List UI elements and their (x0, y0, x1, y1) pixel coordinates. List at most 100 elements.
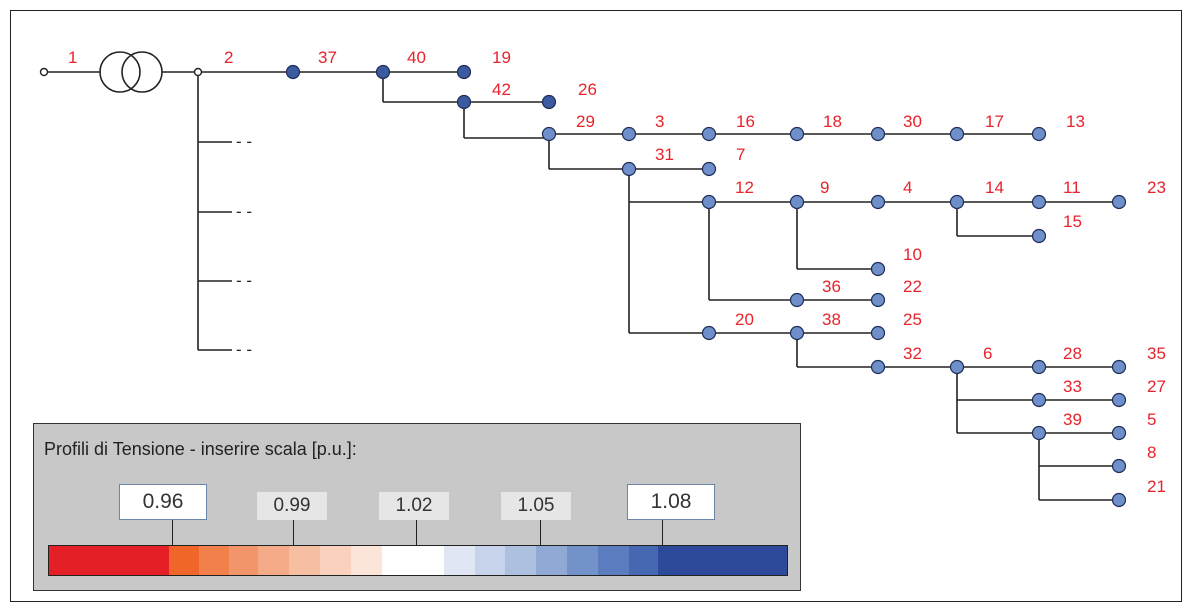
bus-label-35: 35 (1147, 344, 1166, 363)
colorbar-segment (168, 546, 199, 575)
legend-title: Profili di Tensione - inserire scala [p.… (44, 439, 357, 459)
colorbar-segment (289, 546, 321, 575)
feeder-stub-2: - - (236, 202, 252, 221)
bus-node[interactable] (621, 126, 637, 142)
colorbar-segment (382, 546, 414, 575)
tick-label-3: 1.02 (379, 492, 449, 520)
bus-label-25: 25 (903, 310, 922, 329)
bus-node[interactable] (1031, 359, 1047, 375)
colorbar-segment (658, 546, 787, 575)
bus-node[interactable] (1031, 425, 1047, 441)
bus-node[interactable] (1111, 425, 1127, 441)
bus-node[interactable] (789, 126, 805, 142)
bus-node[interactable] (1031, 392, 1047, 408)
voltage-colorbar (48, 545, 788, 576)
bus-node[interactable] (1111, 392, 1127, 408)
bus-node[interactable] (1031, 228, 1047, 244)
colorbar-segment (443, 546, 475, 575)
bus-node[interactable] (789, 194, 805, 210)
bus-node[interactable] (701, 194, 717, 210)
bus-node[interactable] (789, 292, 805, 308)
bus-label-17: 17 (985, 112, 1004, 131)
bus-label-8: 8 (1147, 443, 1156, 462)
bus-nodes (285, 64, 1127, 508)
bus-node[interactable] (949, 359, 965, 375)
colorbar-segment (474, 546, 505, 575)
bus-label-21: 21 (1147, 477, 1166, 496)
colorbar-segment (49, 546, 169, 575)
bus-label-27: 27 (1147, 377, 1166, 396)
tick-label-4: 1.05 (501, 492, 571, 520)
feeder-stub-3: - - (236, 271, 252, 290)
scale-max-input[interactable]: 1.08 (627, 484, 715, 520)
bus-node[interactable] (1111, 492, 1127, 508)
transformer-winding-1 (99, 51, 141, 93)
bus-label-32: 32 (903, 344, 922, 363)
bus-node[interactable] (870, 359, 886, 375)
bus-label-13: 13 (1066, 112, 1085, 131)
bus-node[interactable] (949, 194, 965, 210)
bus-label-3: 3 (655, 112, 664, 131)
bus-label-9: 9 (820, 178, 829, 197)
source-terminal (39, 67, 49, 77)
feeder-stub-1: - - (236, 132, 252, 151)
bus-label-20: 20 (735, 310, 754, 329)
bus-node[interactable] (541, 94, 557, 110)
bus-label-31: 31 (655, 145, 674, 164)
bus-node[interactable] (285, 64, 301, 80)
colorbar-segment (413, 546, 444, 575)
transformer-winding-2 (121, 51, 163, 93)
scale-min-input[interactable]: 0.96 (119, 484, 207, 520)
colorbar-segment (566, 546, 598, 575)
colorbar-segment (628, 546, 659, 575)
bus-node[interactable] (621, 161, 637, 177)
bus-node[interactable] (870, 261, 886, 277)
bus-label-36: 36 (822, 277, 841, 296)
tick-label-2: 0.99 (257, 492, 327, 520)
colorbar-segment (320, 546, 352, 575)
bus-label-7: 7 (736, 145, 745, 164)
bus-node[interactable] (541, 126, 557, 142)
bus-label-5: 5 (1147, 410, 1156, 429)
colorbar-segment (228, 546, 259, 575)
bus-label-1: 1 (68, 48, 77, 67)
bus-label-2: 2 (224, 48, 233, 67)
bus-node[interactable] (375, 64, 391, 80)
bus-node[interactable] (789, 325, 805, 341)
bus-2-terminal (193, 67, 203, 77)
bus-node[interactable] (870, 325, 886, 341)
bus-node[interactable] (701, 325, 717, 341)
bus-node[interactable] (701, 161, 717, 177)
bus-label-14: 14 (985, 178, 1004, 197)
bus-node[interactable] (870, 126, 886, 142)
bus-label-40: 40 (407, 48, 426, 67)
bus-label-16: 16 (736, 112, 755, 131)
colorbar-segment (351, 546, 383, 575)
bus-node[interactable] (1111, 359, 1127, 375)
bus-node[interactable] (456, 94, 472, 110)
feeder-stub-4: - - (236, 340, 252, 359)
bus-node[interactable] (1111, 194, 1127, 210)
bus-label-6: 6 (983, 344, 992, 363)
bus-node[interactable] (456, 64, 472, 80)
bus-label-18: 18 (823, 112, 842, 131)
bus-label-11: 11 (1063, 178, 1081, 197)
colorbar-segment (504, 546, 536, 575)
bus-label-38: 38 (822, 310, 841, 329)
bus-label-26: 26 (578, 80, 597, 99)
bus-label-37: 37 (318, 48, 337, 67)
bus-node[interactable] (1031, 126, 1047, 142)
bus-label-10: 10 (903, 245, 922, 264)
colorbar-segment (258, 546, 290, 575)
bus-node[interactable] (1031, 194, 1047, 210)
bus-node[interactable] (870, 194, 886, 210)
bus-node[interactable] (701, 126, 717, 142)
bus-node[interactable] (870, 292, 886, 308)
bus-node[interactable] (1111, 458, 1127, 474)
bus-label-22: 22 (903, 277, 922, 296)
bus-label-19: 19 (492, 48, 511, 67)
bus-node[interactable] (949, 126, 965, 142)
colorbar-segment (198, 546, 229, 575)
